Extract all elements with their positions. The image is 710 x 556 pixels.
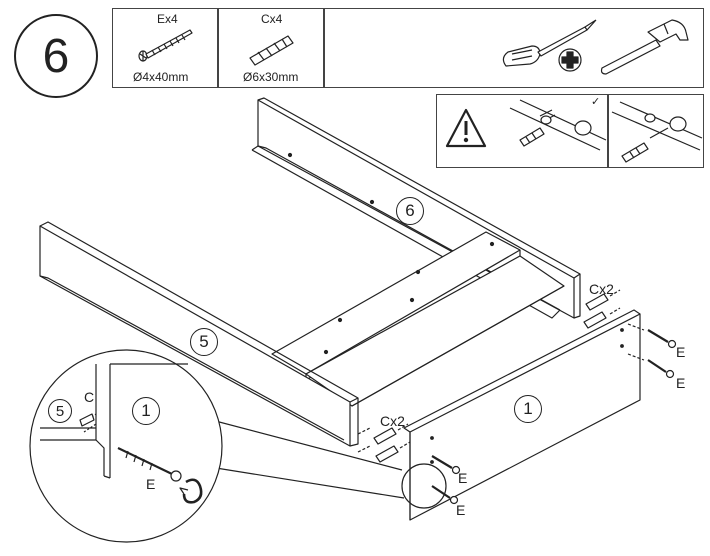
zoom-panel-1-number-text: 1 — [141, 401, 151, 420]
dowels-front-group — [357, 423, 411, 463]
dowels-right-group — [583, 289, 621, 329]
dowels-front-label: Cx2 — [380, 413, 405, 429]
ok-checkmark: ✓ — [591, 96, 601, 108]
screw-e-label-1: E — [676, 344, 686, 360]
dowel-count-label: Cx4 — [261, 12, 283, 26]
zoom-target-circle — [401, 463, 447, 509]
screw-e-label-3: E — [458, 470, 468, 486]
dowel-icon — [249, 35, 294, 66]
panel-6-number-text: 6 — [405, 201, 415, 220]
phillips-cross-icon — [558, 48, 582, 72]
screwdriver-icon — [502, 19, 597, 67]
panel-6-number: 6 — [396, 197, 424, 225]
screw-size-label: Ø4x40mm — [133, 70, 189, 84]
parts-divider — [323, 9, 325, 87]
zoom-panel-1-number: 1 — [132, 397, 160, 425]
zoom-leader-lines — [203, 417, 405, 499]
screw-e-label-2: E — [676, 375, 686, 391]
step-number: 6 — [14, 14, 98, 98]
zoom-dowel-label: C — [84, 389, 95, 405]
warning-divider — [607, 95, 609, 167]
dowel-warning-box: ✓ — [436, 94, 704, 168]
panel-1-number: 1 — [514, 395, 542, 423]
dowel-incorrect-diagram — [611, 101, 703, 163]
panel-5-number-text: 5 — [199, 332, 209, 351]
panel-1-number-text: 1 — [523, 399, 533, 418]
zoom-screw-label: E — [146, 476, 156, 492]
parts-box: Ex4 Ø4x40mm Cx4 Ø6x30mm — [112, 8, 704, 88]
screw-icon — [138, 29, 193, 62]
screw-count-label: Ex4 — [157, 12, 178, 26]
hammer-icon — [600, 19, 689, 75]
step-number-text: 6 — [42, 29, 70, 83]
zoom-panel-5-number-text: 5 — [55, 402, 65, 420]
panel-5-number: 5 — [190, 328, 218, 356]
dowel-size-label: Ø6x30mm — [243, 70, 299, 84]
zoom-detail — [29, 349, 223, 543]
screw-e-label-4: E — [456, 502, 466, 518]
dowels-right-label: Cx2 — [589, 281, 614, 297]
screws-front — [431, 455, 461, 505]
screws-right — [627, 323, 677, 379]
zoom-panel-5-number: 5 — [48, 399, 72, 423]
dowel-correct-diagram — [509, 99, 607, 151]
warning-triangle-icon — [445, 108, 487, 148]
parts-divider — [217, 9, 219, 87]
